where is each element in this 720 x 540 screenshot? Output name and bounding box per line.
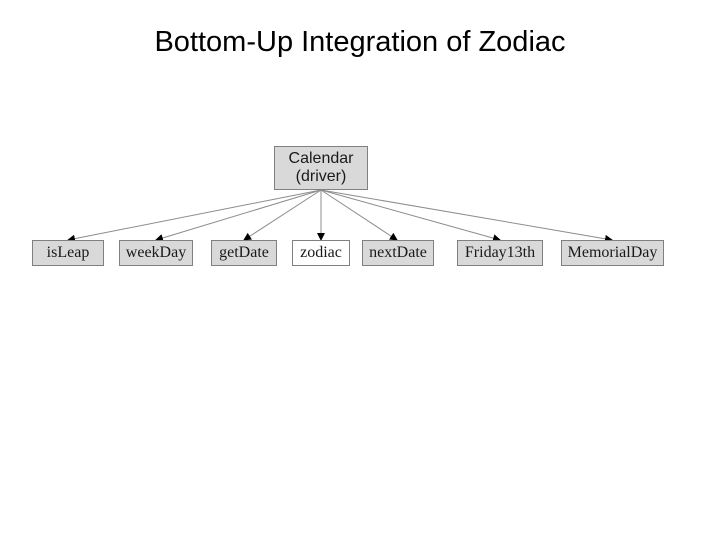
edge-weekday [155,189,322,242]
edge-getdate [243,189,322,241]
edge-nextdate [320,189,398,241]
node-nextdate: nextDate [362,240,434,266]
edge-isleap [67,189,322,243]
root-label-line1: Calendar [288,150,354,167]
node-friday13th: Friday13th [457,240,543,266]
calendar-driver-node: Calendar (driver) [274,146,368,190]
node-zodiac: zodiac [292,240,350,266]
node-memorialday: MemorialDay [561,240,664,266]
root-label-line2: (driver) [295,168,347,185]
node-isleap: isLeap [32,240,104,266]
node-weekday: weekDay [119,240,193,266]
edge-friday13th [320,189,501,242]
diagram-title: Bottom-Up Integration of Zodiac [154,26,566,58]
edge-memorialday [320,189,613,243]
node-getdate: getDate [211,240,277,266]
